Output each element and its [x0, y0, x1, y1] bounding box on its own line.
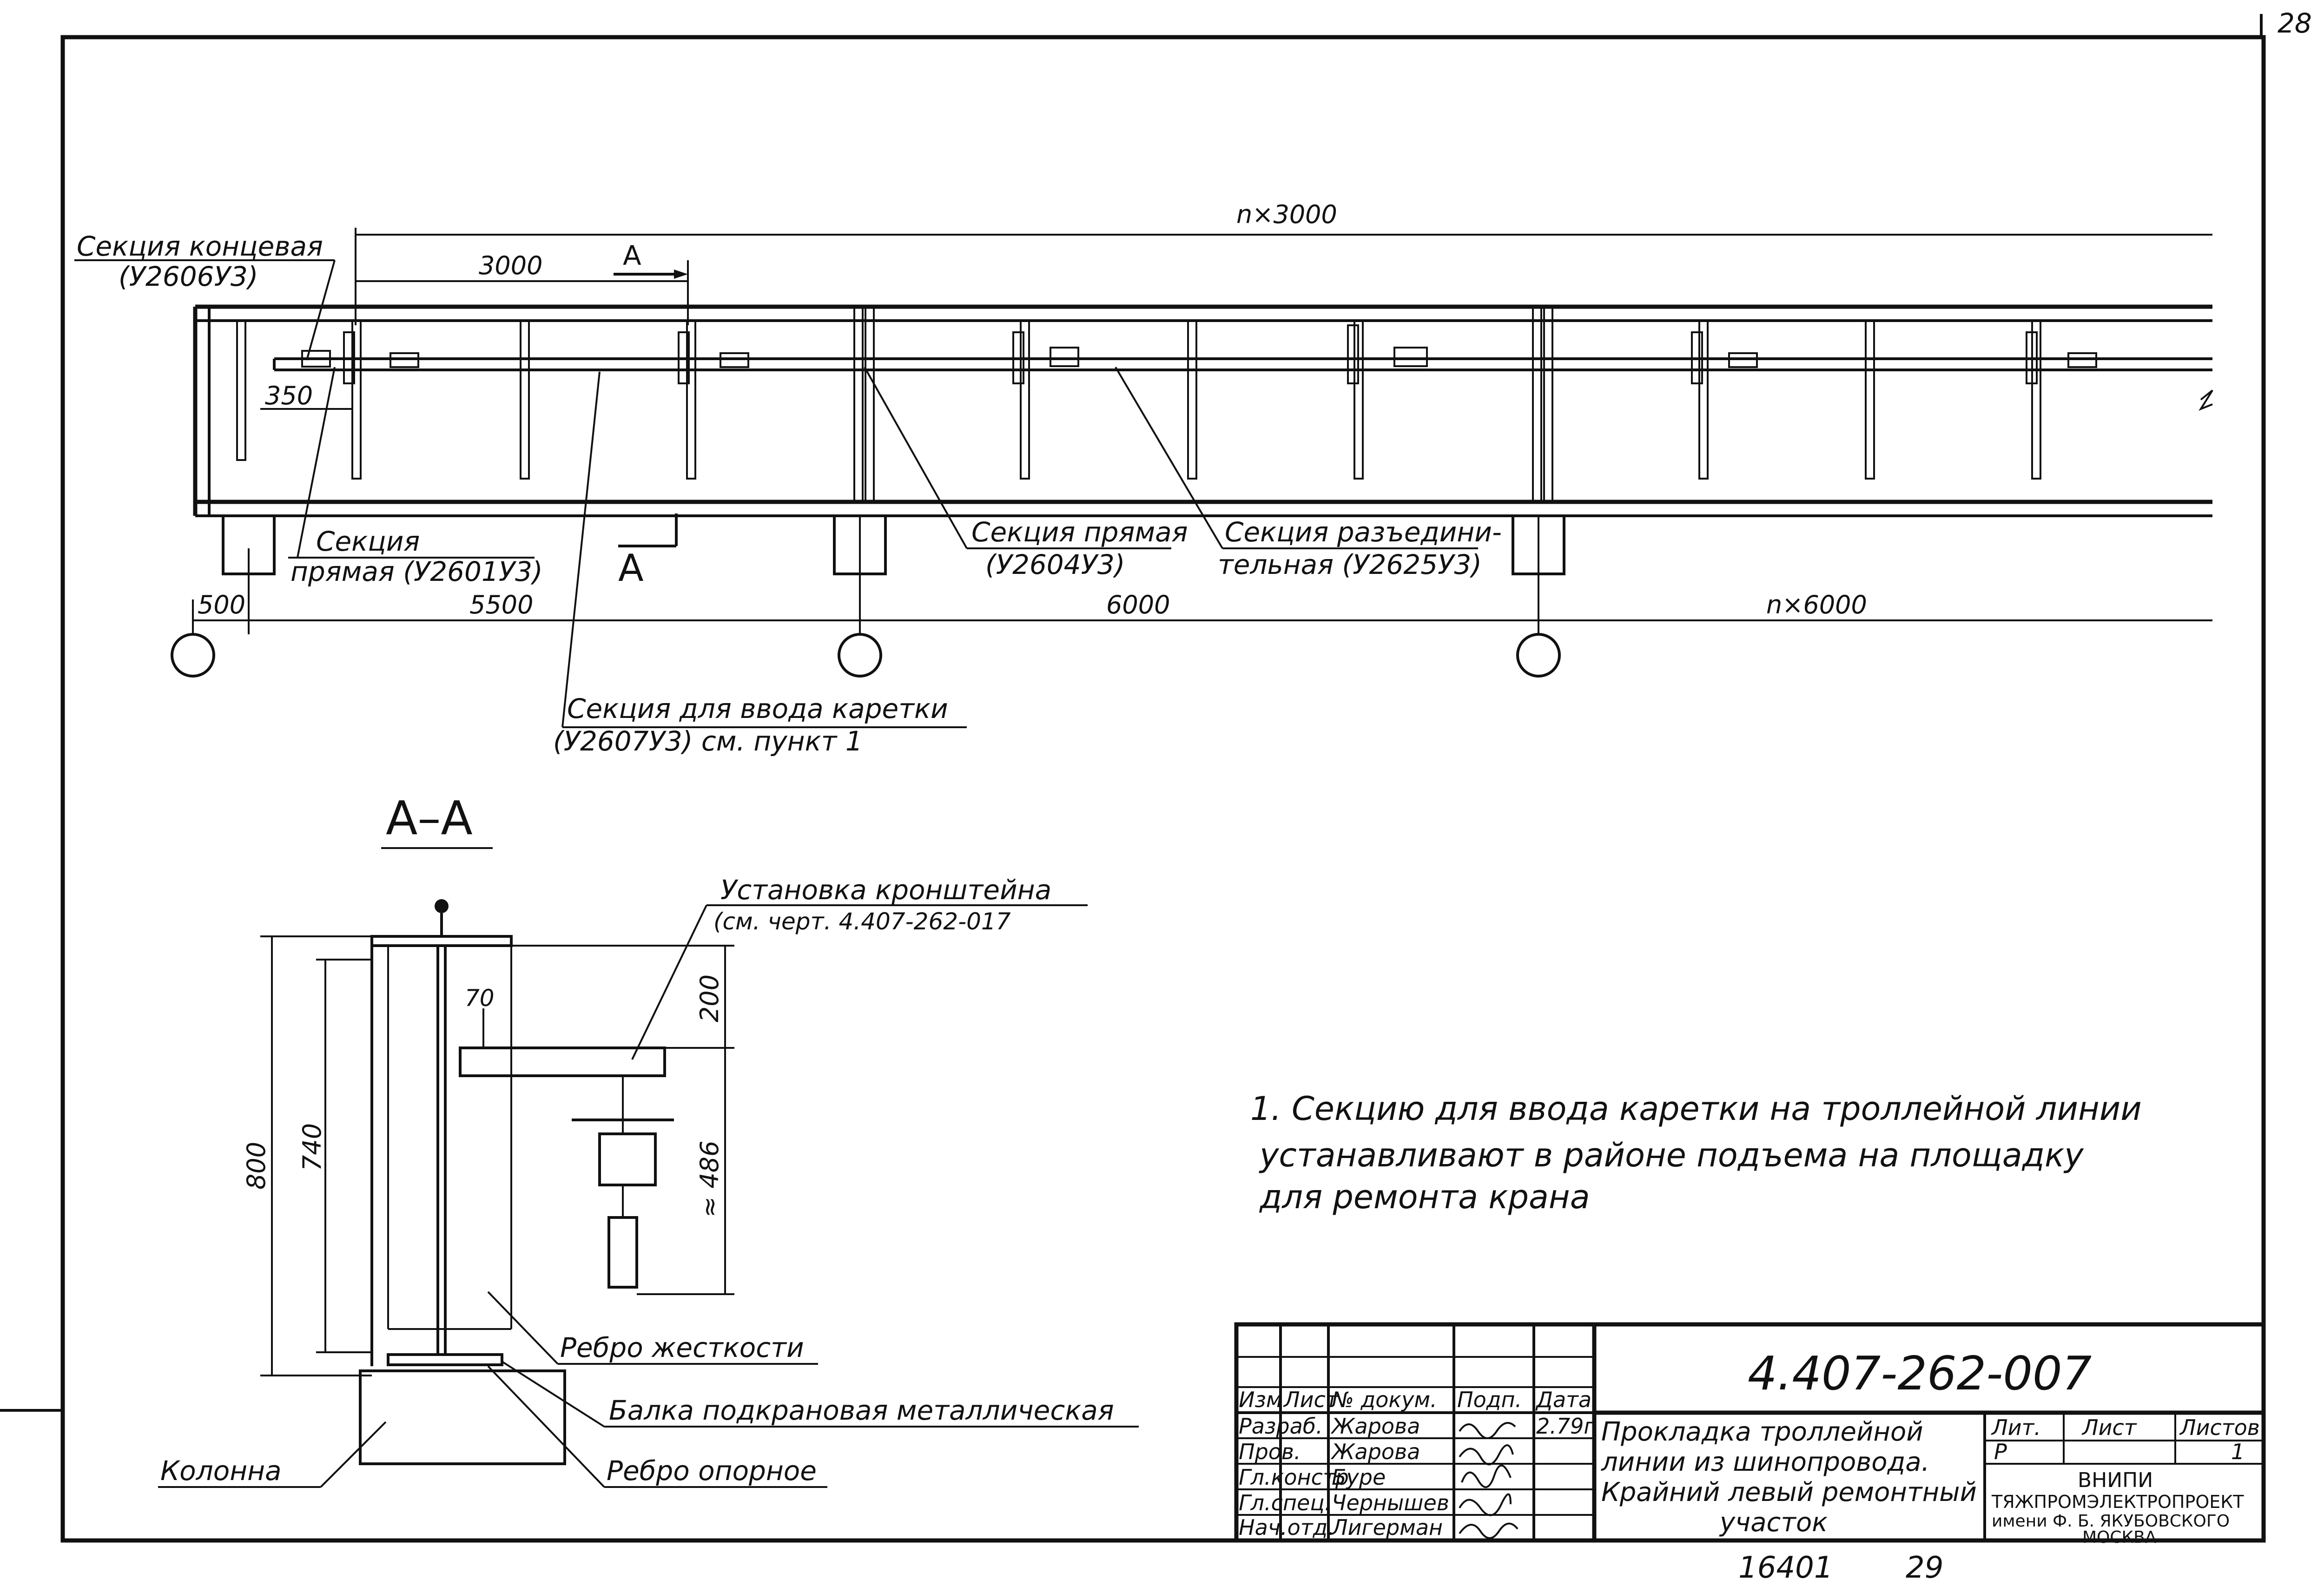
section-mark-bottom: А	[618, 546, 644, 590]
busway	[273, 324, 2212, 384]
tb-title-line-2: линии из шинопровода.	[1601, 1447, 1929, 1477]
tb-name-4: Чернышев	[1332, 1490, 1449, 1515]
callout-disc-code: тельная (У2625У3)	[1218, 549, 1482, 580]
tb-sheets-value: 1	[2231, 1439, 2245, 1464]
tb-role-4: Гл.спец.	[1239, 1490, 1331, 1515]
tb-name-2: Жарова	[1330, 1439, 1420, 1464]
dim-70: 70	[465, 985, 495, 1012]
plan-view: n×3000 3000 А А 350 500 5500 6000 n×6000…	[74, 200, 2213, 757]
copy-number: 29	[1906, 1551, 1943, 1585]
columns	[171, 514, 1565, 678]
section-view: А–А 70 800 740	[158, 791, 1139, 1488]
dim-span-3: 6000	[1106, 590, 1170, 619]
dim-section: 3000	[479, 251, 542, 280]
label-column: Колонна	[160, 1455, 282, 1487]
callout-entry-title: Секция для ввода каретки	[567, 693, 948, 724]
callout-straight1-title: Секция	[316, 526, 420, 557]
tb-title-line-1: Прокладка троллейной	[1601, 1417, 1923, 1447]
tb-title-line-4: участок	[1719, 1507, 1828, 1538]
general-note: 1. Секцию для ввода каретки на троллейно…	[1250, 1090, 2142, 1216]
dim-span-2: 5500	[469, 590, 533, 619]
tb-name-1: Жарова	[1330, 1414, 1420, 1439]
callout-straight2-title: Секция прямая	[971, 516, 1188, 548]
dim-486: ≈ 486	[695, 1141, 724, 1217]
archive-number: 16401	[1738, 1551, 1833, 1585]
title-block: 4.407-262-007 Изм Лист № докум. Подп. Да…	[1234, 1322, 2266, 1547]
tb-role-5: Нач.отд.	[1239, 1515, 1334, 1540]
label-support-rib: Ребро опорное	[607, 1455, 817, 1487]
tb-sheet-label: Лист	[2081, 1415, 2137, 1440]
tb-role-1: Разраб.	[1239, 1414, 1323, 1439]
page-number: 28	[2278, 7, 2312, 39]
tb-org-3: имени Ф. Б. ЯКУБОВСКОГО	[1992, 1512, 2230, 1531]
dim-200: 200	[695, 974, 724, 1022]
tb-header-izm: Изм	[1239, 1387, 1282, 1412]
tb-role-3: Гл.констр	[1239, 1465, 1349, 1490]
tb-header-sign: Подп.	[1457, 1387, 1522, 1412]
section-mark-top: А	[623, 240, 641, 271]
note-line-1: 1. Секцию для ввода каретки на троллейно…	[1250, 1090, 2142, 1128]
dim-span-4: n×6000	[1766, 590, 1867, 619]
tb-name-3: Буре	[1332, 1465, 1386, 1490]
callout-end-code: (У2606У3)	[119, 261, 258, 292]
callout-straight2-code: (У2604У3)	[985, 549, 1125, 580]
drawing-frame	[0, 14, 2266, 1543]
callout-straight1-code: прямая (У2601У3)	[290, 556, 543, 587]
tb-title-line-3: Крайний левый ремонтный	[1601, 1477, 1977, 1507]
tb-lit-label: Лит.	[1991, 1415, 2041, 1440]
callout-bracket-ref: (см. черт. 4.407-262-017	[713, 908, 1011, 935]
note-line-3: для ремонта крана	[1259, 1178, 1590, 1216]
doc-number: 4.407-262-007	[1748, 1346, 2092, 1401]
callout-disc-title: Секция разъедини-	[1225, 516, 1502, 548]
callout-end-section: Секция концевая	[77, 230, 323, 262]
tb-role-2: Пров.	[1239, 1439, 1301, 1464]
dim-offset: 350	[265, 381, 313, 410]
label-stiffener-rib: Ребро жесткости	[560, 1332, 804, 1363]
tb-org-1: ВНИПИ	[2078, 1468, 2153, 1492]
stiffener-ribs	[236, 306, 2041, 503]
callout-entry-code: (У2607У3) см. пункт 1	[553, 725, 863, 757]
dim-740: 740	[297, 1123, 327, 1171]
dim-overall: n×3000	[1236, 200, 1337, 229]
tb-header-list: Лист	[1283, 1387, 1339, 1412]
tb-lit-value: Р	[1994, 1439, 2007, 1464]
tb-header-date: Дата	[1535, 1387, 1591, 1412]
tb-name-5: Лигерман	[1331, 1515, 1443, 1540]
tb-date-1: 2.79г	[1536, 1414, 1595, 1439]
callout-bracket-title: Установка кронштейна	[720, 874, 1051, 906]
dim-800: 800	[242, 1142, 271, 1190]
label-crane-beam: Балка подкрановая металлическая	[609, 1395, 1114, 1426]
tb-org-2: ТЯЖПРОМЭЛЕКТРОПРОЕКТ	[1991, 1492, 2244, 1512]
dim-span-1: 500	[198, 590, 245, 619]
tb-header-doc: № докум.	[1330, 1387, 1437, 1412]
tb-org-4: МОСКВА	[2082, 1528, 2157, 1547]
note-line-2: устанавливают в районе подъема на площад…	[1259, 1136, 2084, 1174]
section-title: А–А	[386, 791, 473, 845]
tb-sheets-label: Листов	[2179, 1415, 2260, 1440]
signatures	[1459, 1422, 1519, 1539]
